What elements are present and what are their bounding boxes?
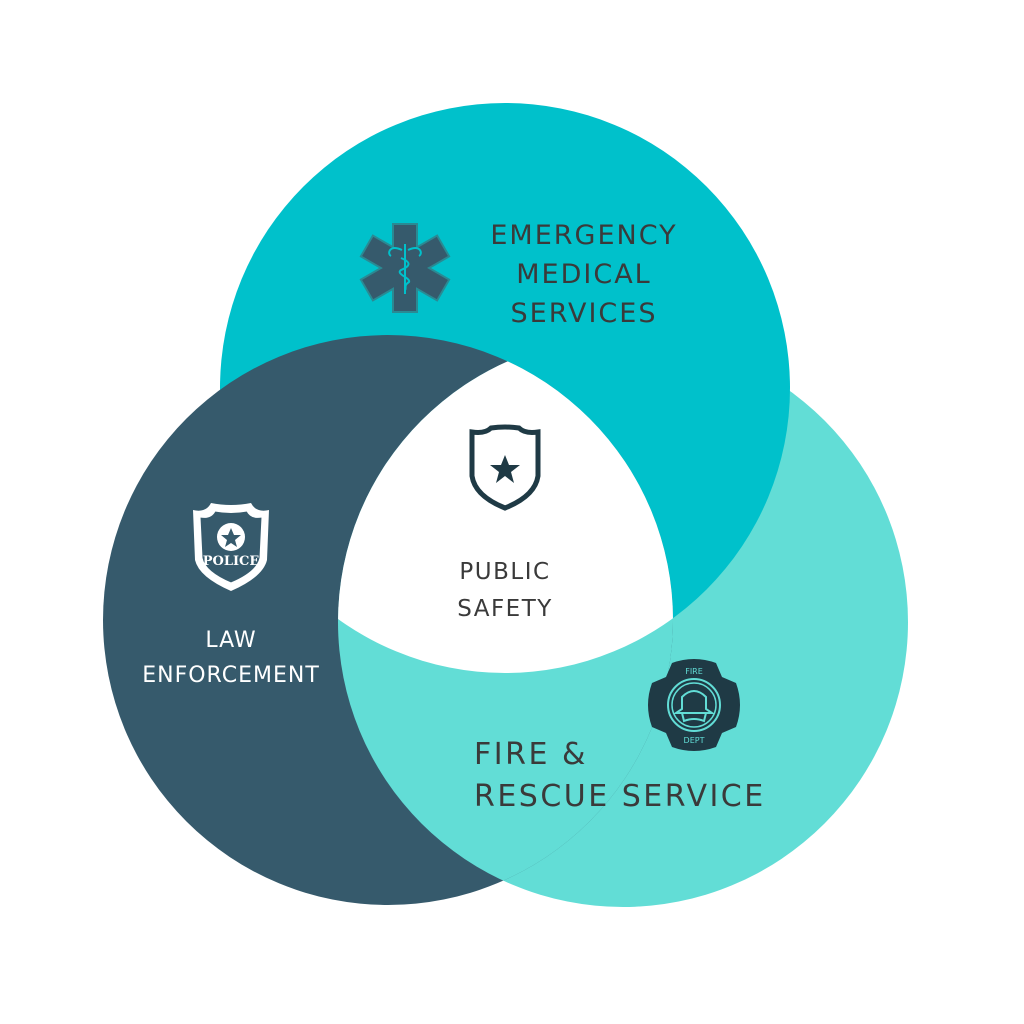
label-line: MEDICAL — [516, 259, 652, 291]
label-fire-rescue: FIRE & RESCUE SERVICE — [474, 734, 814, 818]
label-line: EMERGENCY — [490, 220, 678, 251]
label-line: RESCUE SERVICE — [474, 779, 766, 814]
label-line: SERVICES — [510, 298, 658, 330]
label-line: FIRE & — [474, 737, 588, 772]
police-badge-text: POLICE — [203, 554, 260, 569]
shield-star-icon — [469, 424, 541, 511]
label-public-safety: PUBLIC SAFETY — [420, 554, 590, 628]
fire-badge-bottom-text: DEPT — [684, 736, 705, 745]
police-badge-icon: POLICE — [193, 503, 269, 591]
label-line: PUBLIC — [459, 559, 551, 585]
star-of-life-icon — [359, 223, 451, 313]
label-emergency-medical: EMERGENCY MEDICAL SERVICES — [470, 216, 698, 333]
label-law-enforcement: LAW ENFORCEMENT — [120, 623, 342, 693]
label-line: SAFETY — [457, 595, 553, 622]
center-public-safety — [338, 337, 673, 673]
label-line: ENFORCEMENT — [142, 663, 320, 689]
label-line: LAW — [205, 628, 257, 653]
fire-dept-badge-icon: FIRE DEPT — [648, 659, 740, 751]
fire-badge-top-text: FIRE — [685, 667, 703, 676]
